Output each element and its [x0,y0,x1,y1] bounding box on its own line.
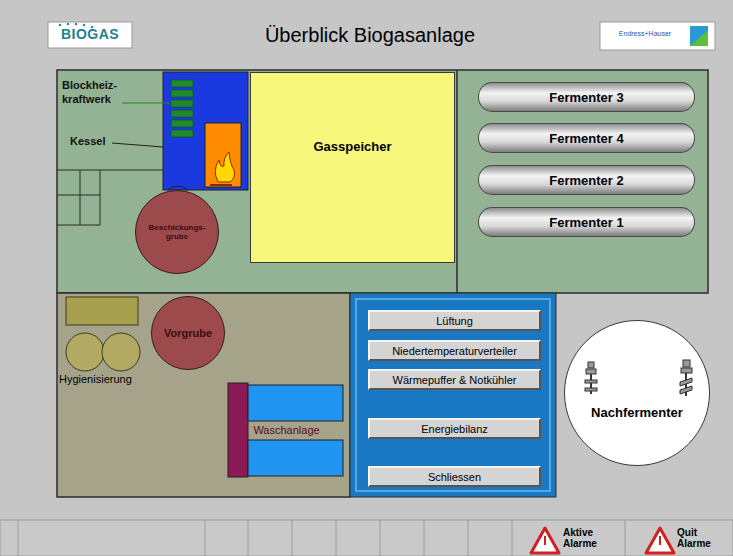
area-divider [456,70,458,293]
boiler [205,123,241,187]
agitator-icons [564,320,710,466]
node-label: Aktive Alarme [563,527,611,549]
feed-pit: Beschickungs-grube [135,190,219,274]
node-label: Fermenter 3 [549,90,623,105]
logo-text: Endress+Hauser [603,30,687,37]
alarm-button: Quit Alarme [677,522,731,554]
node-label: Wärmepuffer & Notkühler [393,374,517,386]
menu-button: Schliessen [368,466,541,487]
menu-button: Energiebilanz [368,418,541,439]
node-label: Lüftung [436,315,473,327]
status-cells [18,520,625,556]
gas-storage: Gasspeicher [250,72,455,263]
alarm-button: Aktive Alarme [563,522,619,554]
washing-unit-side [228,383,248,477]
menu-button: Niedertemperaturverteiler [368,340,541,361]
part-label: Blockheiz-kraftwerk [62,78,124,106]
washing-unit: Waschanlage [228,383,345,477]
node-label: Schliessen [428,471,481,483]
flame-icon [215,152,234,182]
alarm-icon [531,528,559,553]
washing-basin [248,385,343,421]
fermenter-tank: Fermenter 4 [478,123,695,153]
alarm-icon [646,528,674,553]
logo-text: BIOGAS [52,26,128,42]
pretreatment-area [57,293,350,497]
chp-engine-stack [171,80,193,137]
hygienisation-tank [66,297,138,325]
node-label: Fermenter 2 [549,173,623,188]
node-label: Niedertemperaturverteiler [392,345,517,357]
node-label: Fermenter 4 [549,131,623,146]
part-label: Hygienisierung [59,373,169,385]
washing-basin [248,440,343,476]
screen-title: Überblick Biogasanlage [150,24,590,47]
bhkw-building [163,72,248,190]
node-label: Gasspeicher [313,139,391,154]
post-fermenter: Nachfermenter [564,320,710,466]
alarm-icon [544,536,546,545]
biogas-logo-box [48,22,132,48]
leader-line [112,143,163,147]
pre-pit: Vorgrube [151,296,225,370]
menu-panel [350,293,556,497]
hygienisation-vessel [102,333,140,371]
menu-button: Lüftung [368,310,541,331]
fermenter-tank: Fermenter 2 [478,165,695,195]
hygienisation-vessel [66,333,104,371]
node-label: Beschickungs-grube [144,223,210,241]
alarm-icon [659,536,661,545]
node-label: Vorgrube [164,327,212,339]
node-label: Fermenter 1 [549,215,623,230]
node-label: Energiebilanz [421,423,488,435]
fermenter-tank: Fermenter 1 [478,207,695,237]
menu-button: Wärmepuffer & Notkühler [368,369,541,390]
eh-logo-mark [690,30,708,46]
eh-logo-mark [690,26,708,46]
node-label: Nachfermenter [591,405,683,420]
part-label: Kessel [70,135,114,147]
node-label: Waschanlage [253,424,319,436]
status-bar [0,520,733,556]
leader-line [122,102,170,103]
burner [210,184,232,186]
eh-logo-box [600,22,715,50]
fermenter-tank: Fermenter 3 [478,82,695,112]
menu-panel-inner [356,299,550,491]
node-label: Quit Alarme [677,527,723,549]
site-area [57,70,708,293]
